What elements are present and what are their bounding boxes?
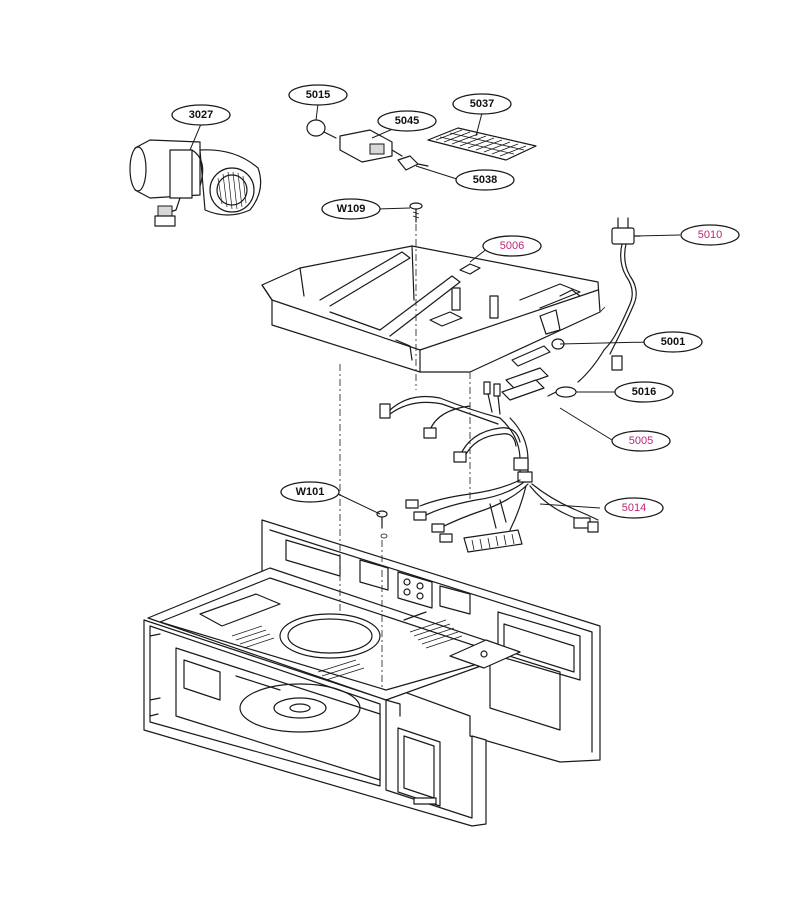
lamp-connector-part [397,155,429,171]
callout-label: 5038 [473,174,497,186]
callout-label: W101 [296,486,325,498]
callout-5016: 5016 [614,381,674,403]
callout-5014: 5014 [604,497,664,519]
callout-label: 5006 [500,240,524,252]
callout-label: 5014 [622,502,646,514]
leader-lines [189,103,681,515]
oven-cavity-part [143,519,601,827]
callout-label: 5010 [698,229,722,241]
wire-harness-part [379,381,599,553]
thermostat-part [501,367,577,401]
callout-label: 5005 [629,435,653,447]
callout-5045: 5045 [377,110,437,132]
callout-3027: 3027 [171,104,231,126]
blower-motor-part [129,139,262,227]
power-cord-part [577,217,641,383]
lamp-bulb-part [306,119,337,139]
callout-label: 5045 [395,115,419,127]
screw-w101-part [376,510,388,539]
callout-w109: W109 [321,198,381,220]
grease-filter-part [427,127,537,161]
callout-label: W109 [337,203,366,215]
callout-5006: 5006 [482,235,542,257]
callout-5038: 5038 [455,169,515,191]
screw-w109-part [409,202,423,223]
callout-label: 5015 [306,89,330,101]
callout-5005: 5005 [611,430,671,452]
callout-label: 5001 [661,336,685,348]
fuse-part [511,338,565,367]
lamp-socket-bracket-part [339,129,403,163]
callout-5010: 5010 [680,224,740,246]
callout-5037: 5037 [452,93,512,115]
callout-5001: 5001 [643,331,703,353]
callout-label: 5037 [470,98,494,110]
callout-w101: W101 [280,481,340,503]
assembly-guide-lines [339,224,607,690]
callout-5015: 5015 [288,84,348,106]
callout-label: 5016 [632,386,656,398]
callout-label: 3027 [189,109,213,121]
air-guide-bracket-part [261,245,601,373]
